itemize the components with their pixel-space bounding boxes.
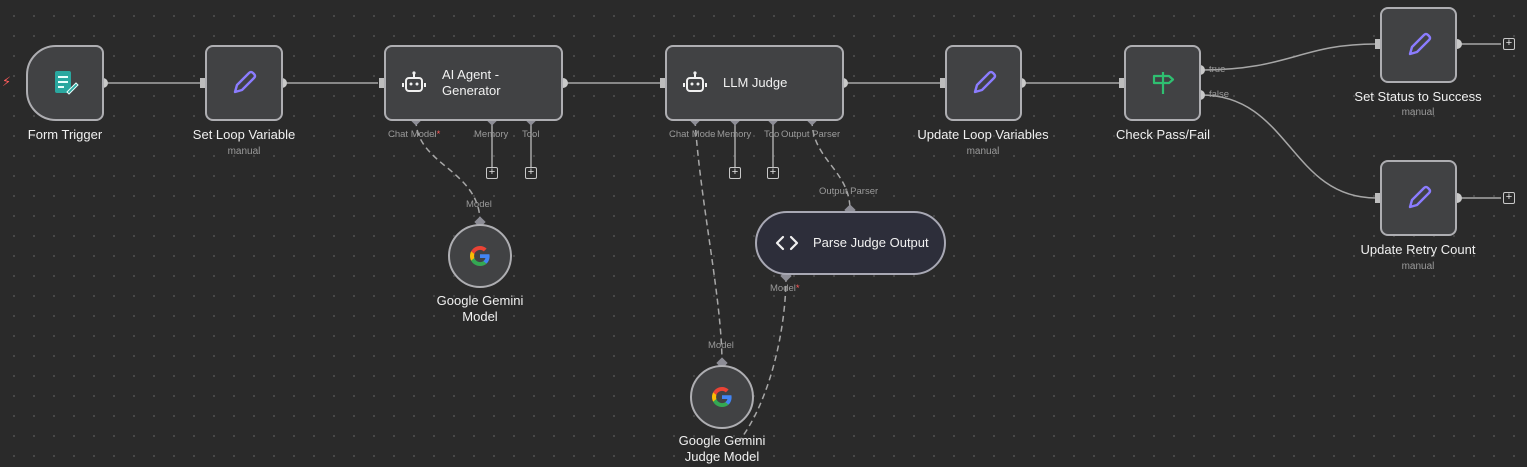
node-label: Check Pass/Fail — [1116, 127, 1210, 142]
required-marker: * — [436, 129, 441, 140]
port-label-model: Model* — [770, 283, 800, 294]
port-text: Chat Model — [388, 129, 437, 140]
port-label-tool: Too — [764, 129, 780, 140]
node-label: Set Loop Variable — [192, 127, 296, 142]
pencil-icon — [973, 70, 996, 94]
add-memory-button[interactable]: + — [486, 167, 498, 179]
port-label-model: Model — [466, 199, 492, 210]
add-node-button[interactable]: + — [1503, 38, 1515, 50]
node-label: Form Trigger — [27, 127, 103, 142]
label-line: Model — [462, 309, 498, 324]
edge-false-to-retry — [1200, 94, 1377, 199]
required-marker: * — [795, 283, 800, 294]
pencil-icon — [233, 70, 257, 94]
port-label-false: false — [1209, 89, 1230, 100]
node-update-retry-count[interactable] — [1380, 160, 1457, 236]
edge-true-to-success — [1200, 43, 1377, 71]
port-label-output-parser: Output Parser — [781, 129, 841, 140]
add-memory-button[interactable]: + — [729, 167, 741, 179]
node-set-loop-variable[interactable] — [205, 45, 283, 121]
robot-icon — [683, 71, 707, 92]
add-tool-button[interactable]: + — [525, 167, 537, 179]
label-line: Google Gemini — [436, 293, 524, 308]
lightning-icon: ⚡ — [2, 74, 12, 89]
node-check-pass-fail[interactable] — [1124, 45, 1201, 121]
label-line: Google Gemini — [678, 433, 766, 448]
code-brackets-icon — [775, 235, 799, 251]
node-update-loop-variables[interactable] — [945, 45, 1022, 121]
node-sublabel: manual — [227, 146, 261, 157]
form-icon — [55, 71, 79, 95]
node-title: Parse Judge Output — [813, 235, 929, 250]
node-label: Update Loop Variables — [917, 127, 1049, 142]
port-label-tool: Tool — [522, 129, 540, 140]
node-sublabel: manual — [1401, 107, 1435, 118]
port-label-memory: Memory — [717, 129, 752, 140]
signpost-icon — [1152, 72, 1174, 94]
node-label: Set Status to Success — [1354, 89, 1482, 104]
node-label: Google Gemini Judge Model — [657, 433, 787, 465]
node-google-gemini-judge-model[interactable] — [690, 365, 754, 429]
add-tool-button[interactable]: + — [767, 167, 779, 179]
label-line: Judge Model — [684, 449, 760, 464]
google-g-icon — [470, 246, 490, 266]
node-llm-judge[interactable]: LLM Judge — [665, 45, 844, 121]
node-label: Google Gemini Model — [420, 293, 540, 325]
port-label-chat-model: Chat Model* — [388, 129, 440, 140]
port-text: Model — [770, 283, 796, 294]
node-set-status-success[interactable] — [1380, 7, 1457, 83]
node-title: AI Agent - Generator — [442, 67, 501, 98]
node-form-trigger[interactable] — [26, 45, 104, 121]
edge-judge-gemini-to-judge — [694, 119, 723, 364]
add-node-button[interactable]: + — [1503, 192, 1515, 204]
node-parse-judge-output[interactable]: Parse Judge Output — [755, 211, 946, 275]
node-ai-agent-generator[interactable]: AI Agent - Generator — [384, 45, 563, 121]
pencil-icon — [1408, 185, 1431, 209]
node-sublabel: manual — [1401, 261, 1435, 272]
port-label-output-parser: Output Parser — [819, 186, 879, 197]
node-sublabel: manual — [966, 146, 1000, 157]
node-google-gemini-model[interactable] — [448, 224, 512, 288]
pencil-icon — [1408, 32, 1431, 56]
port-label-model: Model — [708, 340, 734, 351]
port-label-chat-model: Chat Mode — [669, 129, 716, 140]
robot-icon — [402, 71, 426, 92]
node-title: LLM Judge — [723, 75, 788, 90]
node-label: Update Retry Count — [1360, 242, 1476, 257]
port-label-memory: Memory — [474, 129, 509, 140]
port-label-true: true — [1209, 64, 1226, 75]
google-g-icon — [712, 387, 732, 407]
